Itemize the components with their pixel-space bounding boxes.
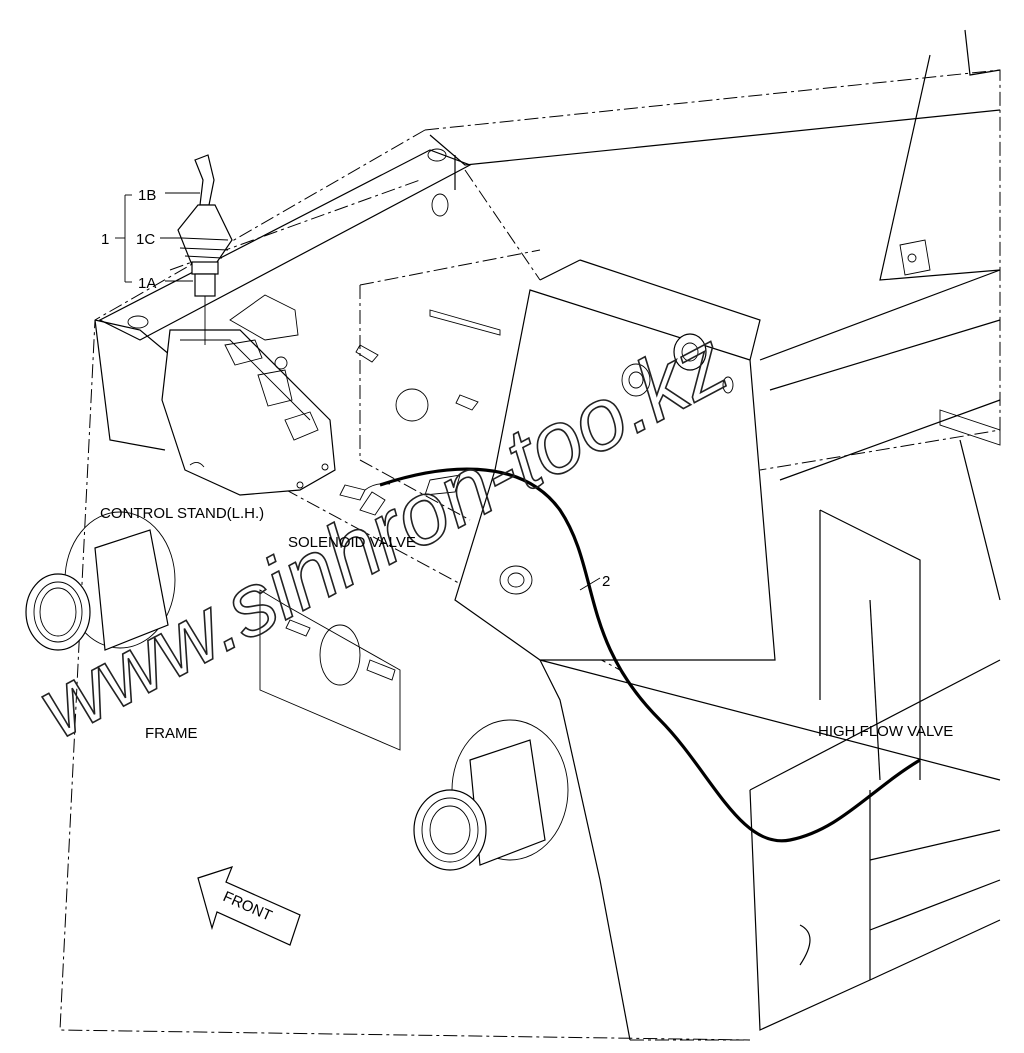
label-solenoid-valve: SOLENOID VALVE: [288, 534, 416, 551]
label-part-1c: 1C: [136, 231, 155, 248]
upper-tube: [98, 148, 472, 341]
wire-harness: [339, 467, 921, 843]
part-1-leaders: [115, 192, 200, 283]
joystick-assembly: [177, 154, 233, 345]
right-structure: [759, 29, 1001, 781]
label-part-2: 2: [602, 573, 610, 590]
front-axle-hub: [413, 719, 569, 871]
front-arrow: [197, 866, 301, 946]
frame-body: [59, 69, 1001, 1041]
label-high-flow-valve: HIGH FLOW VALVE: [818, 723, 953, 740]
label-part-1a: 1A: [138, 275, 156, 292]
side-panel-cutout: [259, 589, 401, 751]
label-part-1b: 1B: [138, 187, 156, 204]
center-plate: [454, 259, 776, 661]
left-axle-hub: [25, 511, 176, 651]
label-control-stand: CONTROL STAND(L.H.): [100, 505, 264, 522]
label-frame: FRAME: [145, 725, 198, 742]
control-stand: [161, 294, 336, 496]
label-part-1: 1: [101, 231, 109, 248]
inner-bulkhead: [355, 249, 541, 521]
